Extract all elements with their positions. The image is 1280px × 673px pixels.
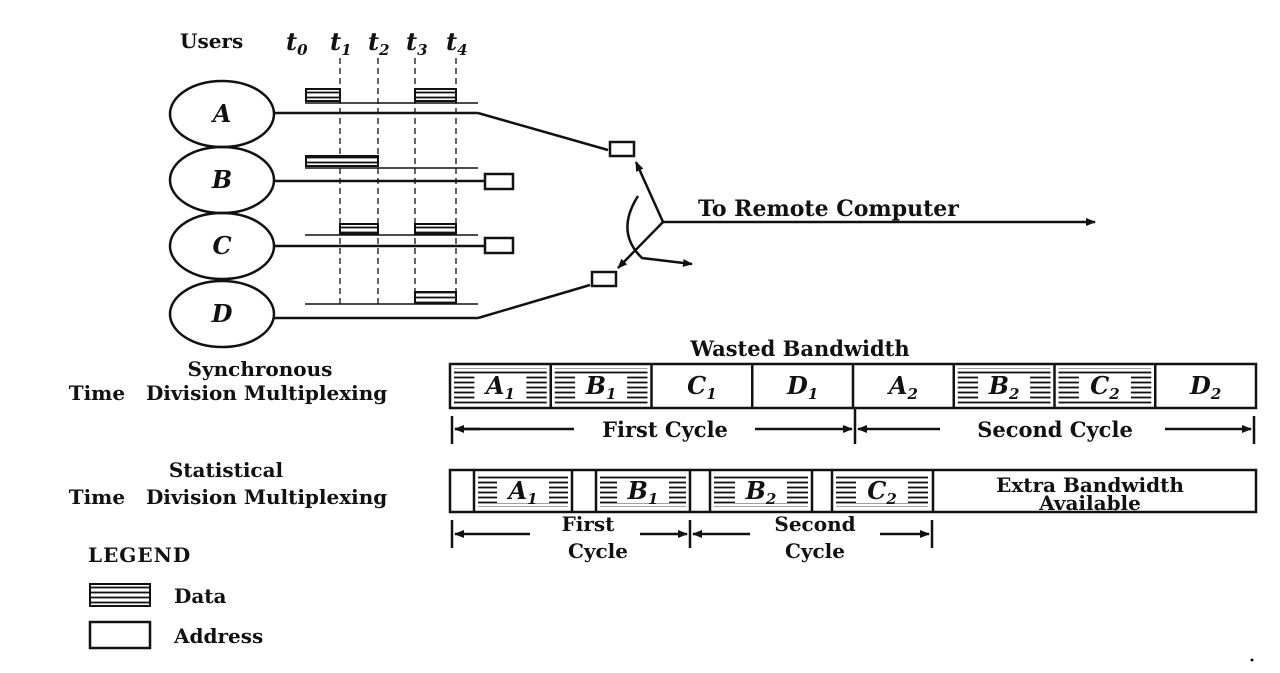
sync-slot-a2: A2 xyxy=(851,364,918,408)
time-mark-t4: t4 xyxy=(446,27,468,59)
legend-data-swatch xyxy=(89,583,151,607)
user-d-line xyxy=(274,270,618,320)
sync-slot-a1: A1 xyxy=(454,368,547,404)
stat-slot-c2: C2 xyxy=(810,470,928,512)
wasted-bandwidth-label: Wasted Bandwidth xyxy=(689,336,909,361)
user-d: D xyxy=(168,279,276,349)
legend: LEGEND Data Address xyxy=(88,543,263,650)
extra-bandwidth-line2: Available xyxy=(1038,491,1141,515)
sync-slot-label: A1 xyxy=(484,371,515,403)
legend-data-label: Data xyxy=(174,584,227,608)
multiplexer-switch xyxy=(617,161,1096,269)
sync-first-cycle-label: First Cycle xyxy=(602,417,728,442)
stat-slot-label: B2 xyxy=(745,476,777,508)
stat-slot-label: C2 xyxy=(867,476,897,508)
users-label: Users xyxy=(180,29,243,53)
user-b-line xyxy=(274,155,515,191)
user-d-label: D xyxy=(211,299,233,328)
user-c-label: C xyxy=(212,231,231,260)
sync-slot-label: C1 xyxy=(687,371,717,403)
user-b: B xyxy=(168,145,276,215)
stat-label-line1: Statistical xyxy=(169,458,284,482)
time-mark-t2: t2 xyxy=(368,27,390,59)
stat-second-cycle-line2: Cycle xyxy=(785,539,845,563)
sync-second-cycle-label: Second Cycle xyxy=(977,417,1133,442)
stray-dot xyxy=(1250,658,1254,662)
time-marks: t0 t1 t2 t3 t4 xyxy=(286,27,468,59)
sync-slot-b2: B2 xyxy=(952,364,1051,408)
user-a: A xyxy=(168,79,276,149)
stat-slot-a1: A1 xyxy=(472,470,568,512)
time-mark-t3: t3 xyxy=(406,27,428,59)
user-b-label: B xyxy=(211,165,232,194)
sync-frame: A1 B1 C1 D1 A2 B2 C2 D2 xyxy=(448,362,1258,410)
sync-slot-b1: B1 xyxy=(549,364,648,408)
sync-slot-label: D1 xyxy=(786,371,818,403)
sync-slot-c2: C2 xyxy=(1053,364,1152,408)
user-c-line xyxy=(274,223,515,255)
sync-label-line2: Time Division Multiplexing xyxy=(69,381,388,405)
sync-slot-d1: D1 xyxy=(751,364,818,408)
sync-slot-c1: C1 xyxy=(650,364,717,408)
sync-slot-label: D2 xyxy=(1189,371,1221,403)
user-a-line xyxy=(274,88,636,158)
extra-bandwidth-line1: Extra Bandwidth xyxy=(996,473,1184,497)
stat-first-cycle-line2: Cycle xyxy=(568,539,628,563)
remote-computer-label: To Remote Computer xyxy=(698,196,959,222)
sync-label-line1: Synchronous xyxy=(188,357,333,381)
stat-slot-b2: B2 xyxy=(688,470,808,512)
sync-slot-label: B1 xyxy=(585,371,617,403)
sync-slot-label: C2 xyxy=(1090,371,1120,403)
stat-first-cycle-line1: First xyxy=(562,512,616,536)
legend-address-swatch xyxy=(88,620,152,650)
user-a-label: A xyxy=(211,99,232,128)
stat-cycle-markers xyxy=(450,520,934,548)
stat-second-cycle-line1: Second xyxy=(774,512,855,536)
stat-slot-label: A1 xyxy=(506,476,537,508)
time-mark-t0: t0 xyxy=(286,27,308,59)
stat-slot-b1: B1 xyxy=(570,470,686,512)
stat-label-line2: Time Division Multiplexing xyxy=(69,485,388,509)
user-b-address-box xyxy=(483,172,515,191)
user-c: C xyxy=(168,211,276,281)
sync-slot-label: B2 xyxy=(988,371,1020,403)
user-a-address-box xyxy=(608,140,636,158)
legend-title: LEGEND xyxy=(88,543,191,567)
legend-address-label: Address xyxy=(173,624,263,648)
user-d-address-box xyxy=(590,270,618,288)
time-mark-t1: t1 xyxy=(330,27,352,59)
user-c-address-box xyxy=(483,236,515,255)
stat-frame: A1 B1 B2 C2 xyxy=(448,468,1258,514)
user-d-circle xyxy=(168,279,276,349)
sync-slot-d2: D2 xyxy=(1154,364,1221,408)
sync-slot-label: A2 xyxy=(887,371,918,403)
stat-slot-label: B1 xyxy=(627,476,659,508)
sync-cycle-markers xyxy=(450,408,1256,444)
